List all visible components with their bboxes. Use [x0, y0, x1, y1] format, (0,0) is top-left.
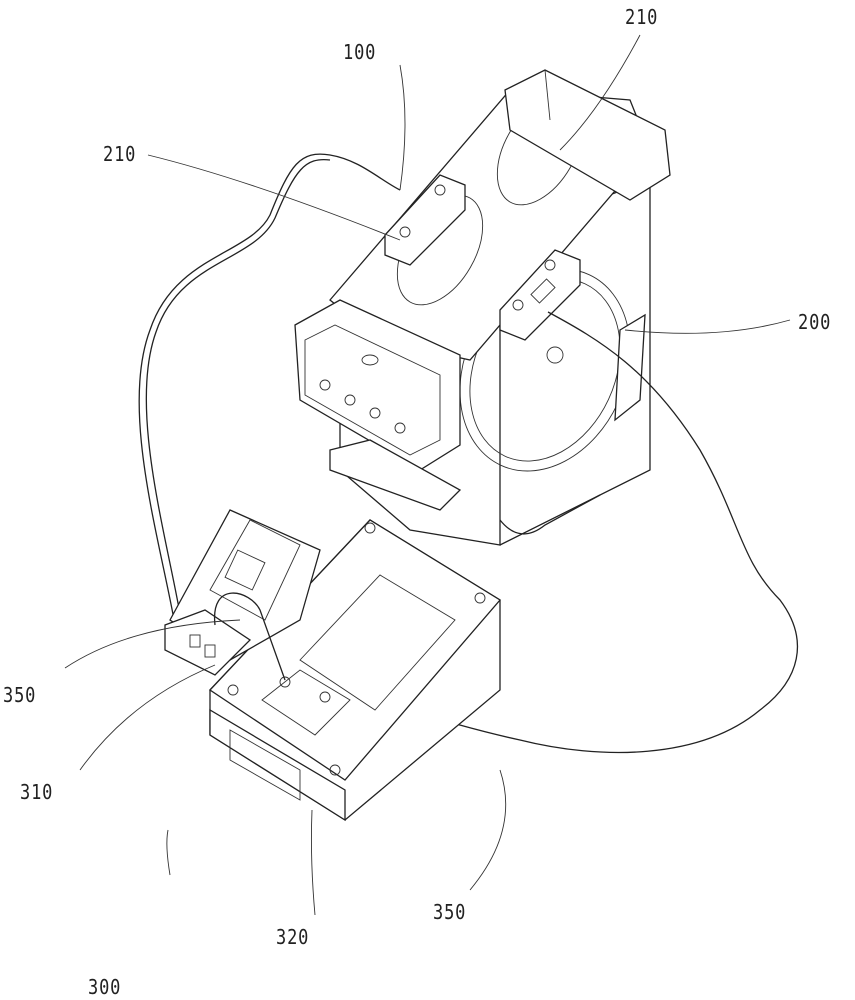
- cylinder-210: [294, 69, 671, 511]
- label-300: 300: [88, 975, 122, 999]
- label-350-left: 350: [3, 683, 37, 707]
- cable-350: [138, 153, 799, 754]
- label-210-left: 210: [103, 142, 137, 166]
- clamp-100: [384, 174, 581, 341]
- leader-lines: [64, 34, 791, 916]
- label-210-top: 210: [625, 5, 659, 29]
- assembly-300: [164, 509, 501, 822]
- label-320: 320: [276, 925, 310, 949]
- label-100: 100: [343, 40, 377, 64]
- label-200: 200: [798, 310, 832, 334]
- label-310: 310: [20, 780, 54, 804]
- label-350-bottom: 350: [433, 900, 467, 924]
